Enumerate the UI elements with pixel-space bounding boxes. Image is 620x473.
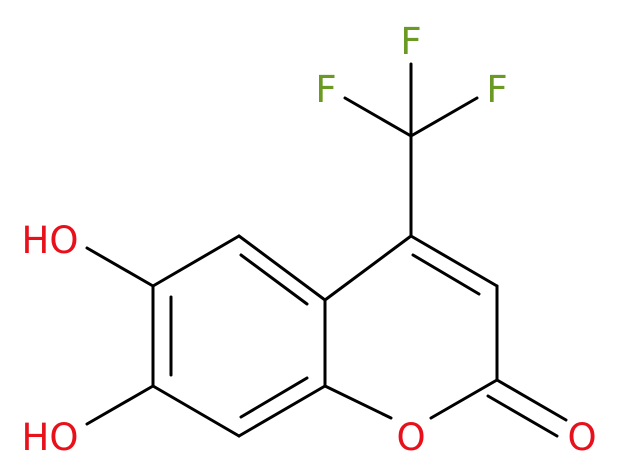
bond-c2-o-inner [486, 394, 559, 438]
bond-c4-c3 [409, 234, 499, 288]
pyranone-ring [323, 234, 499, 420]
carbonyl-oxygen-label: O [567, 416, 596, 459]
bond-c7-c8 [151, 384, 241, 438]
bond-c4a-c5-inner [239, 253, 309, 306]
hydroxyl-upper-label: HO [22, 219, 79, 262]
fluorine-left-label: F [315, 68, 336, 111]
bond-o1-c8a [323, 384, 393, 420]
fluorine-top-label: F [400, 20, 421, 63]
bond-c-f-left [343, 96, 413, 138]
bond-c6-oh [85, 246, 155, 288]
bond-c4a-c5 [237, 234, 327, 302]
bond-c2-o-outer [495, 378, 568, 422]
hydroxyl-bonds [85, 246, 155, 426]
bond-c8-c8a [237, 384, 327, 438]
bond-c5-c6 [151, 234, 241, 288]
bond-c-f-right [409, 96, 479, 138]
bond-c8-c8a-inner [239, 376, 309, 419]
bond-c7-oh [85, 384, 155, 426]
carbonyl-bond [486, 378, 568, 438]
bond-c2-o1 [429, 378, 499, 420]
benzene-ring [151, 234, 327, 438]
trifluoromethyl-bonds [343, 62, 479, 238]
bond-c4a-c4 [323, 234, 413, 302]
fluorine-right-label: F [486, 68, 507, 111]
bond-c4-c3-inner [411, 253, 481, 296]
hydroxyl-lower-label: HO [22, 416, 79, 459]
ring-oxygen-label: O [396, 416, 425, 459]
